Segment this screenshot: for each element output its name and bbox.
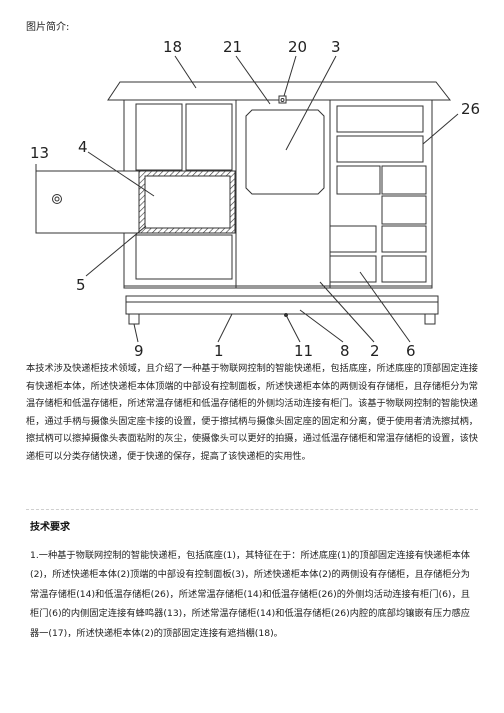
requirements-heading: 技术要求 [30, 522, 70, 533]
abstract-paragraph: 本技术涉及快递柜技术领域，且介绍了一种基于物联网控制的智能快递柜，包括底座，所述… [26, 363, 478, 462]
label-11: 11 [294, 342, 313, 360]
control-panel [245, 109, 325, 195]
label-1: 1 [214, 342, 224, 360]
label-20: 20 [288, 38, 307, 56]
label-26: 26 [461, 100, 480, 118]
label-3: 3 [331, 38, 341, 56]
open-door [35, 170, 140, 234]
camera-icon [278, 95, 287, 104]
buzzer-icon [52, 194, 62, 204]
patent-figure: 18 21 20 3 26 13 4 5 9 1 11 8 2 6 [30, 38, 480, 360]
right-compartment-5 [381, 195, 427, 225]
right-compartment-7 [381, 225, 427, 253]
label-9: 9 [134, 342, 144, 360]
label-21: 21 [223, 38, 242, 56]
right-compartment-8 [329, 255, 377, 283]
right-compartment-9 [381, 255, 427, 283]
label-4: 4 [78, 138, 88, 156]
label-13: 13 [30, 144, 49, 162]
figure-caption: 图片简介: [26, 22, 70, 33]
section-divider [26, 509, 478, 510]
label-6: 6 [406, 342, 416, 360]
door-inner [144, 175, 231, 229]
shade-canopy [107, 81, 452, 101]
right-compartment-2 [336, 135, 424, 163]
left-top-door-2 [185, 103, 233, 171]
right-compartment-4 [381, 165, 427, 195]
right-foot [424, 313, 436, 325]
base [125, 295, 439, 315]
label-5: 5 [76, 276, 86, 294]
left-lower-compartment [135, 234, 233, 280]
requirements-paragraph: 1.一种基于物联网控制的智能快递柜，包括底座(1)，其特征在于：所述底座(1)的… [30, 550, 470, 639]
left-top-door-1 [135, 103, 183, 171]
label-18: 18 [163, 38, 182, 56]
label-2: 2 [370, 342, 380, 360]
right-compartment-1 [336, 105, 424, 133]
left-foot [128, 313, 140, 325]
label-8: 8 [340, 342, 350, 360]
right-compartment-6 [329, 225, 377, 253]
right-compartment-3 [336, 165, 381, 195]
